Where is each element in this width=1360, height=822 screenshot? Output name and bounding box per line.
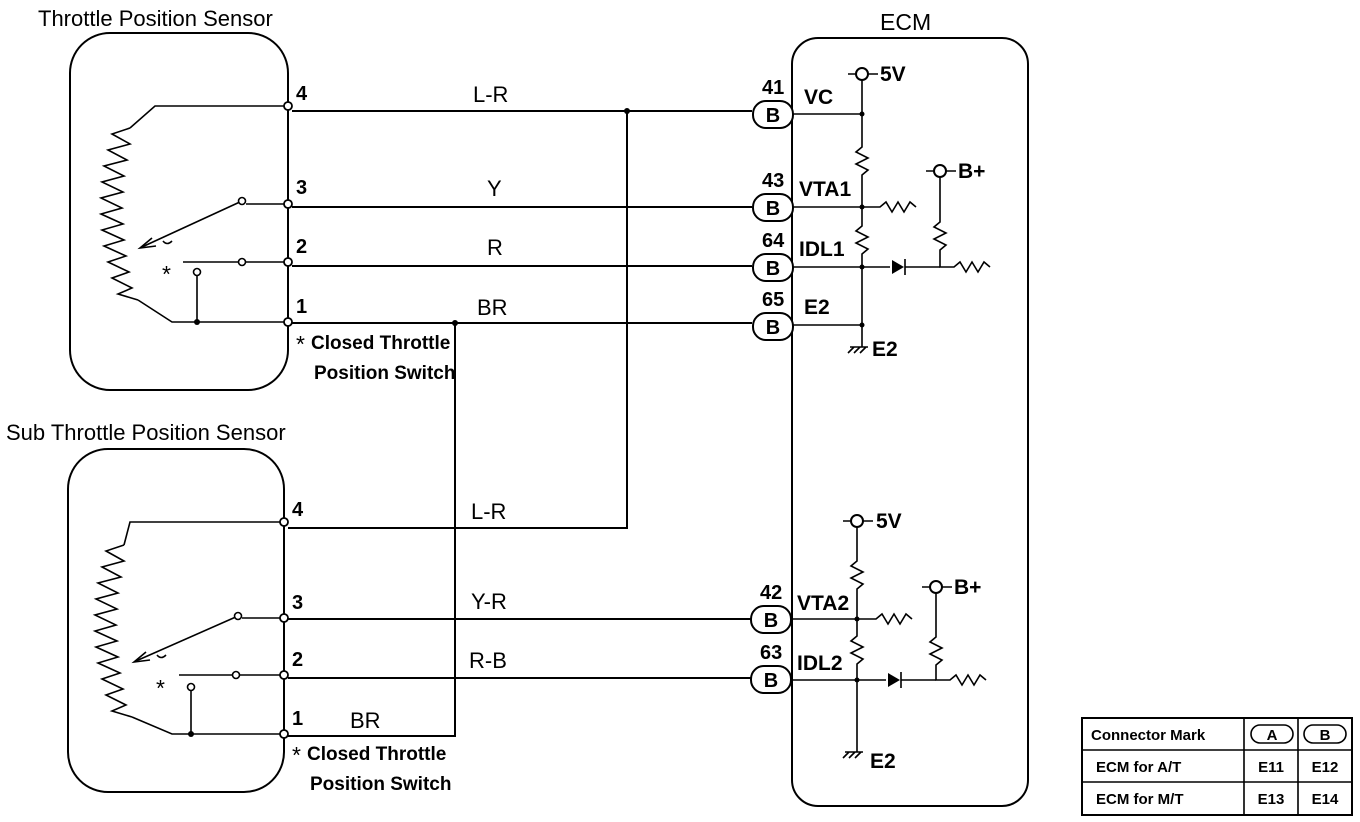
svg-text:64: 64: [762, 230, 785, 252]
connector-mark-table: Connector Mark A B ECM for A/T E11 E12 E…: [1081, 717, 1353, 816]
supply-bplus-bottom: B+: [954, 576, 981, 599]
connector-b-pin-41: B 41: [752, 77, 794, 129]
sub-tps-pin-4: 4: [292, 499, 304, 521]
tps-resistor-element: [98, 127, 139, 301]
throttle-position-sensor: Throttle Position Sensor * 4 3 2 1 * Clo…: [38, 6, 455, 391]
signal-idl1: IDL1: [799, 238, 845, 261]
svg-text:65: 65: [762, 289, 784, 311]
ecm-upper-circuit: 5V B+ E2: [793, 63, 991, 361]
wire-l-r-sub: [288, 111, 628, 529]
tps-note-line1: Closed Throttle: [311, 333, 450, 354]
supply-5v-top: 5V: [880, 63, 906, 86]
sub-tps-note-line2: Position Switch: [310, 774, 451, 795]
sub-tps-body: [67, 448, 285, 793]
supply-bplus-top: B+: [958, 160, 985, 183]
connector-b-pin-65: B 65: [752, 289, 794, 341]
wire-br-sub: [288, 323, 456, 737]
svg-text:42: 42: [760, 582, 782, 604]
wire-label-br: BR: [477, 295, 508, 320]
tps-pin-2: 2: [296, 236, 307, 258]
table-header-a: A: [1267, 727, 1278, 744]
ground-e2-top: E2: [872, 338, 898, 361]
sub-tps-note-line1: Closed Throttle: [307, 744, 446, 765]
signal-vc: VC: [804, 86, 833, 109]
tps-pin-4: 4: [296, 83, 308, 105]
signal-vta2: VTA2: [797, 592, 849, 615]
sub-throttle-position-sensor: Sub Throttle Position Sensor * 4 3 2 1 *…: [6, 420, 451, 795]
svg-text:B: B: [764, 610, 778, 632]
wire-label-r: R: [487, 235, 503, 260]
tps-title: Throttle Position Sensor: [38, 6, 273, 31]
signal-e2: E2: [804, 296, 830, 319]
supply-5v-bottom: 5V: [876, 510, 902, 533]
ecm-lower-circuit: 5V B+ E2: [791, 510, 987, 773]
tps-note-asterisk: *: [296, 331, 305, 357]
svg-text:63: 63: [760, 642, 782, 664]
svg-text:41: 41: [762, 77, 784, 99]
wire-label-l-r: L-R: [473, 82, 508, 107]
table-header-connector-mark: Connector Mark: [1091, 727, 1206, 744]
sub-tps-note-asterisk: *: [292, 742, 301, 768]
table-row-at-b: E12: [1312, 759, 1339, 776]
ground-e2-bottom: E2: [870, 750, 896, 773]
sub-tps-pin-3: 3: [292, 592, 303, 614]
connector-b-pin-42: B 42: [750, 582, 792, 634]
wire-label-sub-l-r: L-R: [471, 499, 506, 524]
sub-tps-pin-1: 1: [292, 708, 303, 730]
tps-pin-1: 1: [296, 296, 307, 318]
harness-wires: L-R Y R BR L-R Y-R R-B BR: [288, 82, 752, 737]
table-row-at-label: ECM for A/T: [1096, 759, 1181, 776]
svg-text:B: B: [764, 670, 778, 692]
wire-label-sub-br: BR: [350, 708, 381, 733]
table-row-mt-label: ECM for M/T: [1096, 791, 1184, 808]
tps-note-line2: Position Switch: [314, 363, 455, 384]
svg-text:B: B: [766, 105, 780, 127]
table-row-mt-a: E13: [1258, 791, 1285, 808]
connector-b-pin-63: B 63: [750, 642, 792, 694]
table-row-mt-b: E14: [1312, 791, 1339, 808]
table-row-at-a: E11: [1258, 759, 1284, 776]
sub-tps-asterisk: *: [156, 675, 165, 701]
tps-pin-3: 3: [296, 177, 307, 199]
connector-b-pin-64: B 64: [752, 230, 794, 282]
svg-text:43: 43: [762, 170, 784, 192]
wire-label-r-b: R-B: [469, 648, 507, 673]
svg-text:B: B: [766, 258, 780, 280]
table-header-b: B: [1320, 727, 1331, 744]
signal-vta1: VTA1: [799, 178, 851, 201]
signal-idl2: IDL2: [797, 652, 843, 675]
connector-b-pin-43: B 43: [752, 170, 794, 222]
wire-label-y: Y: [487, 176, 502, 201]
sub-tps-pin-2: 2: [292, 649, 303, 671]
sub-tps-title: Sub Throttle Position Sensor: [6, 420, 286, 445]
wire-label-y-r: Y-R: [471, 589, 507, 614]
tps-asterisk: *: [162, 261, 171, 287]
ecm: ECM B 41 B 43 B 64 B 65 B 42: [750, 9, 1029, 807]
svg-text:B: B: [766, 198, 780, 220]
svg-text:B: B: [766, 317, 780, 339]
tps-body: [69, 32, 289, 391]
sub-tps-resistor-element: [92, 544, 133, 718]
ecm-title: ECM: [880, 9, 931, 35]
ecm-body: [791, 37, 1029, 807]
